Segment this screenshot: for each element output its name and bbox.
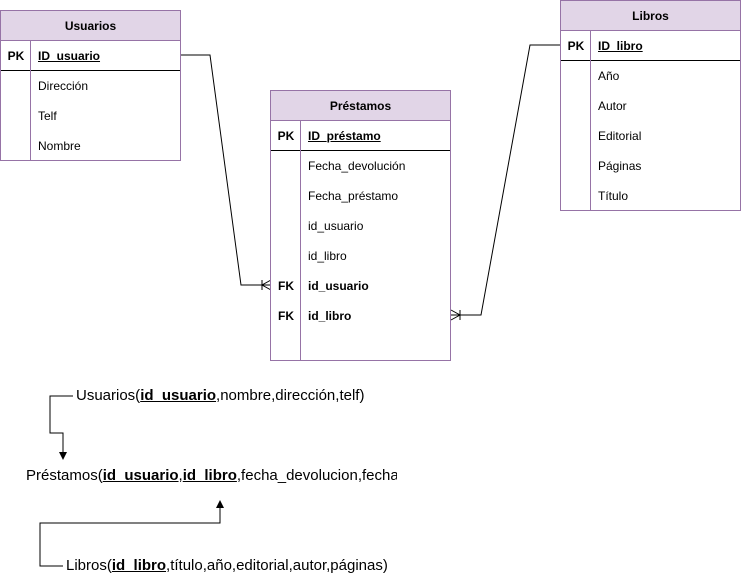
relation-key-id-libro: id_libro xyxy=(182,467,237,484)
attribute-titulo: Título xyxy=(598,189,629,203)
pk-field-id-libro: ID_libro xyxy=(598,39,643,53)
attribute-ano: Año xyxy=(598,69,620,83)
relation-libros[interactable]: Libros(id_libro,título,año,editorial,aut… xyxy=(66,557,388,575)
relation-attributes: ,fecha_devolucion,fecha xyxy=(236,467,397,484)
relation-attributes: ,nombre,dirección,telf) xyxy=(216,387,365,404)
fk-row-libro[interactable]: FK id_libro xyxy=(271,301,450,331)
fk-field-id-libro: id_libro xyxy=(308,309,352,323)
attribute-fecha-devolucion: Fecha_devolución xyxy=(308,159,406,173)
entity-prestamos[interactable]: Préstamos PK ID_préstamo Fecha_devolució… xyxy=(270,90,451,361)
attribute-nombre: Nombre xyxy=(38,139,81,153)
pk-label: PK xyxy=(7,49,25,63)
attribute-row[interactable]: Año xyxy=(561,61,740,91)
pk-field-id-prestamo: ID_préstamo xyxy=(308,129,381,143)
usuarios-to-prestamos-arrow xyxy=(49,395,73,452)
attribute-editorial: Editorial xyxy=(598,129,642,143)
attribute-id-libro: id_libro xyxy=(308,249,347,263)
arrowhead-up xyxy=(216,500,224,508)
pk-label: PK xyxy=(277,129,295,143)
arrowhead-down xyxy=(59,452,67,460)
attribute-row[interactable]: Nombre xyxy=(1,131,180,161)
entity-usuarios[interactable]: Usuarios PK ID_usuario Dirección Telf No… xyxy=(0,10,181,161)
relation-primary-key: id_libro xyxy=(111,557,167,574)
fk-label: FK xyxy=(278,309,294,323)
relation-prefix: Usuarios( xyxy=(76,387,141,404)
libros-to-prestamos-arrow xyxy=(39,508,221,567)
attribute-row[interactable]: id_usuario xyxy=(271,211,450,241)
fk-row-usuario[interactable]: FK id_usuario xyxy=(271,271,450,301)
pk-row-prestamos[interactable]: PK ID_préstamo xyxy=(271,121,450,151)
key-column-divider xyxy=(300,121,301,360)
attribute-row[interactable]: Fecha_devolución xyxy=(271,151,450,181)
relation-attributes: ,título,año,editorial,autor,páginas) xyxy=(166,557,388,574)
attribute-row[interactable]: Páginas xyxy=(561,151,740,181)
entity-title-usuarios: Usuarios xyxy=(1,11,180,41)
attribute-row[interactable]: Fecha_préstamo xyxy=(271,181,450,211)
pk-label: PK xyxy=(567,39,585,53)
attribute-row[interactable]: Título xyxy=(561,181,740,211)
key-column-divider xyxy=(30,41,31,160)
attribute-row[interactable]: Telf xyxy=(1,101,180,131)
pk-row-libros[interactable]: PK ID_libro xyxy=(561,31,740,61)
entity-title-prestamos: Préstamos xyxy=(271,91,450,121)
relation-prefix: Préstamos( xyxy=(26,467,103,484)
fk-label: FK xyxy=(278,279,294,293)
key-column-divider xyxy=(590,31,591,210)
relation-separator: , xyxy=(178,467,183,484)
entity-libros[interactable]: Libros PK ID_libro Año Autor Editorial P… xyxy=(560,0,741,211)
crowfoot-libro xyxy=(450,309,462,321)
attribute-direccion: Dirección xyxy=(38,79,89,93)
relation-usuarios[interactable]: Usuarios(id_usuario,nombre,dirección,tel… xyxy=(76,387,364,405)
relation-prestamos[interactable]: Préstamos(id_usuario,id_libro,fecha_devo… xyxy=(26,467,397,485)
attribute-row[interactable]: Editorial xyxy=(561,121,740,151)
attribute-paginas: Páginas xyxy=(598,159,642,173)
entity-title-libros: Libros xyxy=(561,1,740,31)
attribute-row[interactable]: id_libro xyxy=(271,241,450,271)
crowfoot-usuario xyxy=(260,279,272,291)
relation-key-id-usuario: id_usuario xyxy=(102,467,179,484)
usuarios-prestamos-connector xyxy=(181,54,271,286)
attribute-autor: Autor xyxy=(598,99,627,113)
attribute-row[interactable]: Autor xyxy=(561,91,740,121)
libros-prestamos-connector xyxy=(451,44,561,316)
attribute-id-usuario: id_usuario xyxy=(308,219,364,233)
pk-row-usuarios[interactable]: PK ID_usuario xyxy=(1,41,180,71)
relation-prefix: Libros( xyxy=(66,557,112,574)
attribute-fecha-prestamo: Fecha_préstamo xyxy=(308,189,399,203)
attribute-telf: Telf xyxy=(38,109,57,123)
attribute-row[interactable]: Dirección xyxy=(1,71,180,101)
relation-primary-key: id_usuario xyxy=(140,387,217,404)
fk-field-id-usuario: id_usuario xyxy=(308,279,369,293)
pk-field-id-usuario: ID_usuario xyxy=(38,49,101,63)
